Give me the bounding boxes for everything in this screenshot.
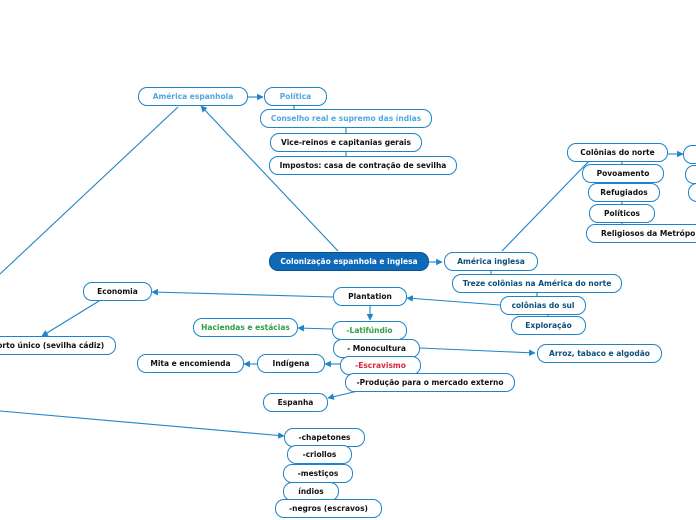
node-politicos[interactable]: Políticos <box>589 204 655 223</box>
node-negros[interactable]: -negros (escravos) <box>275 499 382 518</box>
node-plantation[interactable]: Plantation <box>333 287 407 306</box>
link-producao-espanha <box>327 390 359 400</box>
link-root-america-espanhola <box>200 105 339 252</box>
node-porto-unico[interactable]: Porto único (sevilha cádiz) <box>0 336 116 355</box>
node-vice-reinos[interactable]: Vice-reinos e capitanias gerais <box>270 133 422 152</box>
node-povoamento[interactable]: Povoamento <box>582 164 664 183</box>
node-espanha[interactable]: Espanha <box>263 393 328 412</box>
node-impostos[interactable]: Impostos: casa de contração de sevilha <box>269 156 457 175</box>
link-economia-porto <box>41 300 100 337</box>
node-colonias-sul[interactable]: colônias do sul <box>500 296 586 315</box>
link-america-espanhola-left <box>0 106 179 275</box>
node-indigena[interactable]: Indígena <box>257 354 325 373</box>
node-economia[interactable]: Economia <box>83 282 152 301</box>
node-politica[interactable]: Política <box>264 87 327 106</box>
node-arroz[interactable]: Arroz, tabaco e algodão <box>537 344 662 363</box>
link-sul-plantation <box>406 295 501 306</box>
node-latifundio[interactable]: -Latifúndio <box>332 321 407 340</box>
node-religiosos[interactable]: Religiosos da Metrópole <box>586 224 696 243</box>
node-haciendas[interactable]: Haciendas e estácias <box>193 318 298 337</box>
node-offscreen-right-2[interactable] <box>685 165 696 184</box>
node-treze-colonias[interactable]: Treze colônias na América do norte <box>452 274 622 293</box>
node-america-espanhola[interactable]: América espanhola <box>138 87 248 106</box>
node-mita[interactable]: Mita e encomienda <box>137 354 244 373</box>
link-latifundio-haciendas <box>297 324 333 332</box>
root-node-colonizacao[interactable]: Colonização espanhola e inglesa <box>269 252 429 271</box>
node-offscreen-right-1[interactable] <box>683 145 696 164</box>
node-america-inglesa[interactable]: América inglesa <box>444 252 538 271</box>
node-producao[interactable]: -Produção para o mercado externo <box>345 373 515 392</box>
node-refugiados[interactable]: Refugiados <box>588 183 660 202</box>
node-conselho[interactable]: Conselho real e supremo das índias <box>260 109 432 128</box>
node-colonias-norte[interactable]: Colônias do norte <box>567 143 668 162</box>
link-america-inglesa-norte <box>501 159 591 252</box>
link-monocultura-arroz <box>419 347 536 357</box>
node-criollos[interactable]: -criollos <box>287 445 352 464</box>
link-left-chapetones <box>0 410 285 439</box>
node-exploracao[interactable]: Exploração <box>511 316 586 335</box>
node-mesticos[interactable]: -mestiços <box>283 464 353 483</box>
link-plantation-economia <box>151 288 334 298</box>
